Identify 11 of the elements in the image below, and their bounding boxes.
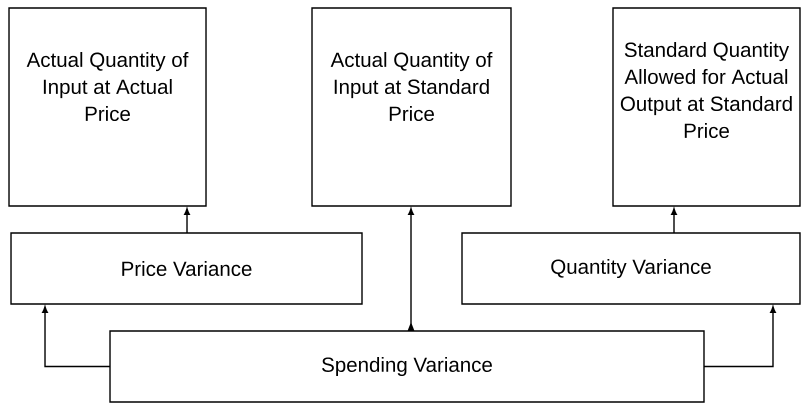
variance-box: Price Variance bbox=[10, 232, 363, 305]
arrow bbox=[42, 306, 110, 368]
arrow bbox=[184, 208, 190, 233]
cost-box: Actual Quantity of Input at Standard Price bbox=[311, 7, 512, 207]
cost-box: Actual Quantity of Input at Actual Price bbox=[8, 7, 207, 207]
arrow bbox=[704, 306, 776, 368]
arrow bbox=[408, 208, 414, 331]
variance-box: Quantity Variance bbox=[461, 232, 801, 305]
cost-box: Standard Quantity Allowed for Actual Output at Standard Price bbox=[612, 7, 801, 207]
variance-box: Spending Variance bbox=[109, 330, 705, 403]
arrow bbox=[671, 208, 677, 233]
